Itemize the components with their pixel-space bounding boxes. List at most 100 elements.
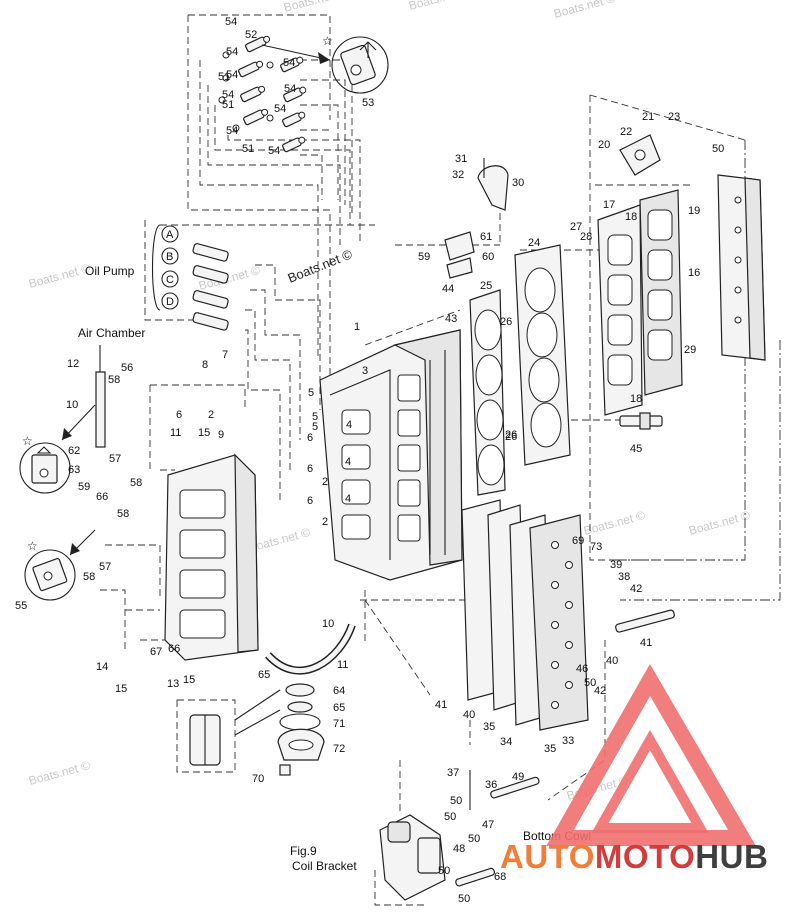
callout-10: 10	[66, 399, 78, 411]
callout-29: 29	[684, 344, 696, 356]
callout-1: 1	[354, 321, 360, 333]
callout-70: 70	[252, 773, 264, 785]
callout-59: 59	[418, 251, 430, 263]
callout-24: 24	[528, 237, 540, 249]
callout-41: 41	[640, 637, 652, 649]
callout-4: 4	[345, 493, 351, 505]
callout-21: 21	[642, 111, 654, 123]
callout-26: 26	[505, 431, 517, 443]
callout-50: 50	[450, 795, 462, 807]
callout-48: 48	[453, 843, 465, 855]
inset-arrows	[61, 404, 96, 556]
callout-9: 9	[218, 429, 224, 441]
logo-text: AUTOMOTOHUB	[500, 838, 768, 875]
callout-51: 51	[222, 99, 234, 111]
callout-66: 66	[168, 643, 180, 655]
circle-c	[161, 270, 179, 288]
star-marker-3: ☆	[27, 539, 38, 553]
callout-50: 50	[584, 677, 596, 689]
callout-46: 46	[576, 663, 588, 675]
callout-65: 65	[333, 702, 345, 714]
callout-67: 67	[150, 646, 162, 658]
callout-23: 23	[668, 111, 680, 123]
callout-15: 15	[183, 674, 195, 686]
watermark: Boats.net ©	[27, 758, 92, 788]
callout-5: 5	[308, 387, 314, 399]
callout-19: 19	[688, 205, 700, 217]
callout-54: 54	[284, 83, 296, 95]
callout-16: 16	[688, 267, 700, 279]
callout-54: 54	[226, 125, 238, 137]
callout-36: 36	[485, 779, 497, 791]
callout-2: 2	[208, 409, 214, 421]
brace	[152, 224, 161, 311]
callout-65: 65	[258, 669, 270, 681]
callout-38: 38	[618, 571, 630, 583]
callout-35: 35	[544, 743, 556, 755]
callout-56: 56	[121, 362, 133, 374]
spark-plug-45	[619, 412, 663, 430]
manifold-50	[717, 174, 766, 361]
callout-39: 39	[610, 559, 622, 571]
callout-28: 28	[580, 231, 592, 243]
callout-18: 18	[625, 211, 637, 223]
bolt-hole	[565, 561, 573, 569]
callout-62: 62	[68, 445, 80, 457]
logo-part-moto: MOTO	[595, 838, 695, 875]
circle-label-b: B	[166, 251, 173, 263]
callout-30: 30	[512, 177, 524, 189]
callout-18: 18	[630, 393, 642, 405]
circle-a	[161, 225, 179, 243]
coil-bracket-label: Coil Bracket	[292, 859, 357, 873]
bolt-hole	[565, 641, 573, 649]
callout-50: 50	[444, 811, 456, 823]
callout-72: 72	[333, 743, 345, 755]
circle-b	[161, 247, 179, 265]
callout-12: 12	[67, 358, 79, 370]
callout-37: 37	[447, 767, 459, 779]
callout-71: 71	[333, 718, 345, 730]
bolt-hole	[551, 661, 559, 669]
oil-pump-pins	[192, 243, 229, 331]
cylinder-block	[319, 329, 463, 581]
callout-6: 6	[176, 409, 182, 421]
clip-61	[444, 231, 475, 279]
callout-26: 26	[500, 316, 512, 328]
callout-51: 51	[242, 143, 254, 155]
callout-43: 43	[445, 313, 457, 325]
bracket-detail-box	[176, 689, 281, 773]
circle-label-a: A	[166, 229, 174, 241]
watermark: Boats.net ©	[552, 0, 617, 21]
callout-64: 64	[333, 685, 345, 697]
star-marker-1: ☆	[322, 34, 333, 48]
callout-40: 40	[463, 709, 475, 721]
callout-50: 50	[458, 893, 470, 905]
rod-47	[455, 770, 540, 887]
bolt-hole	[551, 621, 559, 629]
callout-10: 10	[322, 618, 334, 630]
callout-13: 13	[167, 678, 179, 690]
callout-54: 54	[225, 16, 237, 28]
callout-55: 55	[15, 600, 27, 612]
callout-54: 54	[283, 57, 295, 69]
cover-16	[639, 189, 683, 396]
gasket-17	[597, 204, 643, 416]
callout-11: 11	[170, 427, 181, 439]
callout-61: 61	[480, 231, 492, 243]
callout-59: 59	[78, 481, 90, 493]
callout-26: 26	[505, 429, 517, 441]
callout-3: 3	[362, 365, 368, 377]
callout-15: 15	[115, 683, 127, 695]
circle-label-c: C	[166, 274, 174, 286]
callout-57: 57	[99, 561, 111, 573]
circle-d	[161, 292, 179, 310]
callout-6: 6	[307, 495, 313, 507]
callout-60: 60	[482, 251, 494, 263]
bracket-30	[477, 158, 509, 211]
callout-57: 57	[109, 453, 121, 465]
callout-52: 52	[245, 29, 257, 41]
callout-6: 6	[307, 432, 313, 444]
callout-44: 44	[442, 283, 454, 295]
callout-41: 41	[435, 699, 447, 711]
